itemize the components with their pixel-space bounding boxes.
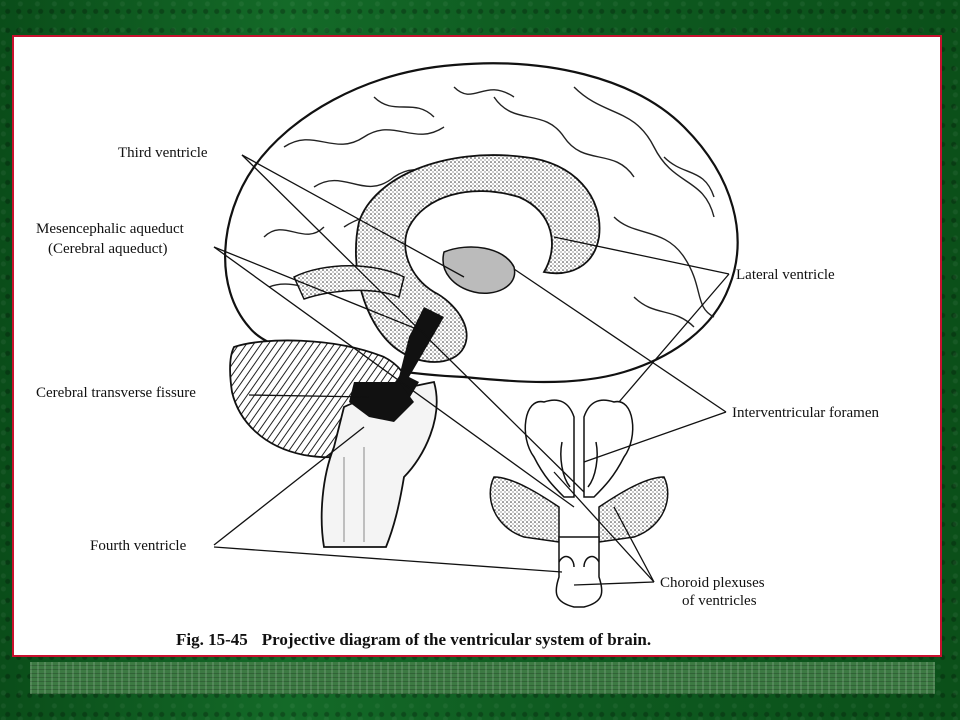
fourth-ventricle-shape: [349, 382, 414, 422]
projection-diagram: [489, 399, 669, 608]
figure-title: Projective diagram of the ventricular sy…: [261, 630, 652, 649]
label-cerebral-transverse-fissure: Cerebral transverse fissure: [36, 385, 196, 401]
label-interventricular-foramen: Interventricular foramen: [732, 405, 880, 421]
third-ventricle-shape: [442, 246, 516, 294]
cerebrum-outline: [224, 62, 739, 384]
diagram-panel: Third ventricle Mesencephalic aqueduct (…: [12, 35, 942, 657]
label-mesencephalic-aqueduct: Mesencephalic aqueduct: [36, 221, 184, 237]
label-fourth-ventricle: Fourth ventricle: [90, 538, 187, 554]
decorative-band: [30, 662, 935, 694]
label-third-ventricle: Third ventricle: [118, 145, 208, 161]
label-lateral-ventricle: Lateral ventricle: [736, 267, 835, 283]
figure-caption: Fig. 15-45 Projective diagram of the vent…: [176, 630, 665, 650]
label-cerebral-aqueduct: (Cerebral aqueduct): [48, 241, 168, 257]
aqueduct-shape: [374, 307, 444, 412]
lateral-ventricle-shape: [355, 154, 601, 363]
figure-number: Fig. 15-45: [176, 630, 248, 649]
leader-lines: [213, 154, 730, 586]
label-of-ventricles: of ventricles: [682, 593, 757, 609]
brain-illustration: [213, 62, 739, 608]
label-choroid-plexuses: Choroid plexuses: [660, 575, 765, 591]
